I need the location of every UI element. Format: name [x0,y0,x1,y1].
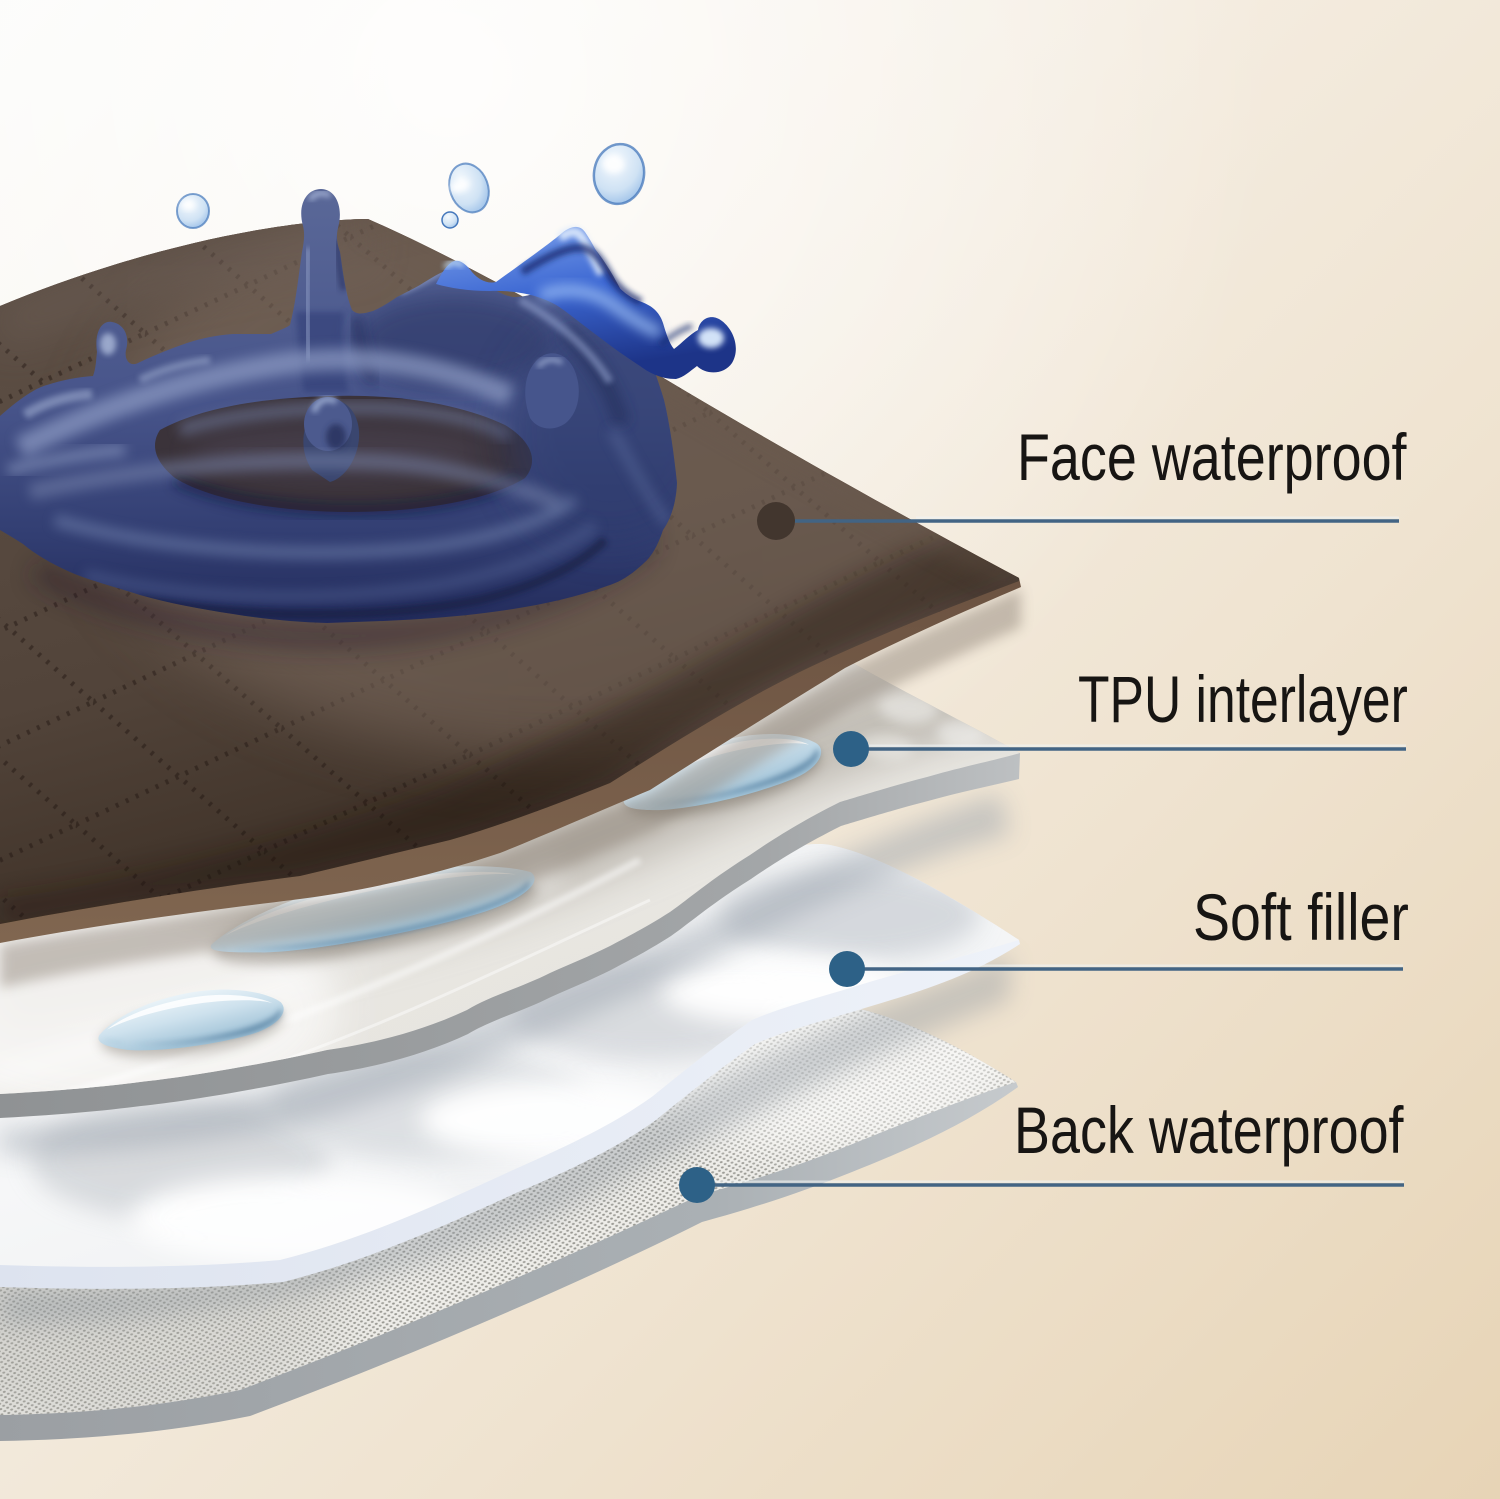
svg-text:Face waterproof: Face waterproof [1017,420,1407,494]
svg-text:Back waterproof: Back waterproof [1014,1093,1404,1167]
svg-text:Soft filler: Soft filler [1193,880,1409,954]
svg-text:TPU interlayer: TPU interlayer [1078,662,1408,737]
